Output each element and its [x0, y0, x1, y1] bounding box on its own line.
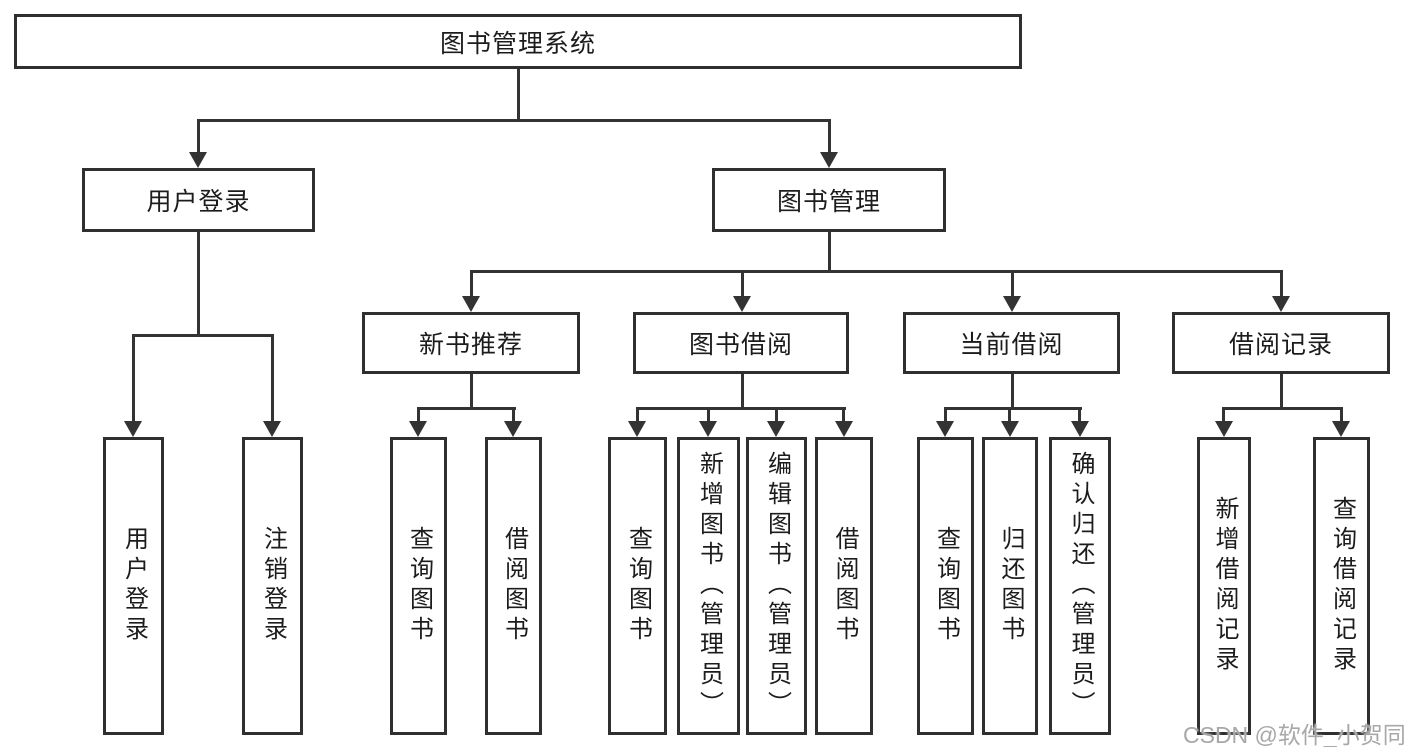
connector-stem-cb-confirm — [1078, 407, 1081, 424]
leaf-cb-query-books-label: 查询图书 — [932, 526, 960, 646]
connector-root-span — [197, 119, 831, 122]
leaf-nb-borrow-books: 借阅图书 — [485, 437, 542, 735]
connector-stem-cb-query — [944, 407, 947, 424]
leaf-br-add-record-label: 新增借阅记录 — [1211, 496, 1238, 676]
node-new-book-recommend: 新书推荐 — [362, 312, 580, 374]
arrow-bb-add-icon — [699, 421, 717, 437]
node-current-borrow: 当前借阅 — [903, 312, 1120, 374]
arrow-cb-return-icon — [1001, 421, 1019, 437]
arrow-borrow-records-icon — [1272, 296, 1290, 312]
node-book-management: 图书管理 — [712, 168, 946, 232]
connector-current-borrow-drop — [1011, 374, 1014, 410]
leaf-bb-query-books: 查询图书 — [608, 437, 667, 735]
leaf-cb-confirm-return-label: 确认归还（管理员） — [1067, 451, 1094, 721]
connector-book-management-drop — [828, 232, 831, 273]
arrow-br-query-icon — [1332, 421, 1350, 437]
leaf-br-query-record: 查询借阅记录 — [1313, 437, 1370, 735]
connector-book-borrow-drop — [741, 374, 744, 410]
node-borrow-records-label: 借阅记录 — [1228, 331, 1333, 359]
leaf-br-add-record: 新增借阅记录 — [1197, 437, 1251, 735]
arrow-bb-edit-icon — [767, 421, 785, 437]
connector-stem-current-borrow — [1011, 270, 1014, 298]
connector-stem-nb-borrow — [512, 407, 515, 424]
arrow-current-borrow-icon — [1003, 296, 1021, 312]
node-root-label: 图书管理系统 — [439, 29, 596, 58]
leaf-cb-query-books: 查询图书 — [917, 437, 974, 735]
leaf-bb-borrow-books-label: 借阅图书 — [831, 526, 858, 646]
leaf-bb-edit-books: 编辑图书（管理员） — [746, 437, 807, 735]
arrow-nb-query-icon — [409, 421, 427, 437]
leaf-logout-label: 注销登录 — [259, 526, 287, 646]
connector-book-borrow-span — [636, 407, 846, 410]
leaf-bb-add-books: 新增图书（管理员） — [677, 437, 740, 735]
arrow-bb-borrow-icon — [835, 421, 853, 437]
connector-current-borrow-span — [944, 407, 1082, 410]
arrow-cb-confirm-icon — [1071, 421, 1089, 437]
connector-stem-bb-borrow — [842, 407, 845, 424]
leaf-nb-query-books-label: 查询图书 — [405, 526, 433, 646]
arrow-br-add-icon — [1215, 421, 1233, 437]
leaf-user-login-label: 用户登录 — [120, 526, 148, 646]
node-borrow-records: 借阅记录 — [1172, 312, 1390, 374]
connector-stem-login-leaf — [132, 334, 135, 422]
connector-stem-book-borrow — [741, 270, 744, 298]
node-book-management-label: 图书管理 — [776, 188, 881, 216]
arrow-cb-query-icon — [936, 421, 954, 437]
arrow-book-management-icon — [820, 152, 838, 168]
connector-stem-user-login — [197, 119, 200, 154]
node-root: 图书管理系统 — [14, 14, 1022, 69]
leaf-user-login: 用户登录 — [103, 437, 164, 735]
arrow-new-book-icon — [462, 296, 480, 312]
leaf-nb-query-books: 查询图书 — [390, 437, 447, 735]
arrow-book-borrow-icon — [733, 296, 751, 312]
arrow-bb-query-icon — [628, 421, 646, 437]
leaf-cb-confirm-return: 确认归还（管理员） — [1049, 437, 1111, 735]
leaf-bb-edit-books-label: 编辑图书（管理员） — [763, 451, 791, 721]
connector-stem-book-management — [828, 119, 831, 154]
arrow-user-login-icon — [189, 152, 207, 168]
csdn-watermark: CSDN @软件_小贺同学 — [1183, 722, 1405, 747]
connector-stem-cb-return — [1008, 407, 1011, 424]
leaf-cb-return-books: 归还图书 — [982, 437, 1038, 735]
connector-stem-bb-add — [707, 407, 710, 424]
arrow-login-leaf-icon — [124, 421, 142, 437]
connector-new-book-span — [417, 407, 516, 410]
node-new-book-recommend-label: 新书推荐 — [418, 331, 523, 359]
connector-user-login-drop — [197, 232, 200, 336]
leaf-logout: 注销登录 — [242, 437, 303, 735]
connector-stem-nb-query — [417, 407, 420, 424]
connector-stem-borrow-records — [1280, 270, 1283, 298]
leaf-bb-borrow-books: 借阅图书 — [815, 437, 873, 735]
leaf-nb-borrow-books-label: 借阅图书 — [500, 526, 528, 646]
node-book-borrow-label: 图书借阅 — [688, 331, 793, 359]
connector-book-management-span — [470, 270, 1283, 273]
arrow-nb-borrow-icon — [504, 421, 522, 437]
connector-borrow-records-span — [1222, 407, 1343, 410]
connector-new-book-drop — [470, 374, 473, 410]
connector-stem-bb-edit — [775, 407, 778, 424]
leaf-bb-add-books-label: 新增图书（管理员） — [695, 451, 723, 721]
leaf-cb-return-books-label: 归还图书 — [997, 526, 1024, 646]
leaf-bb-query-books-label: 查询图书 — [624, 526, 652, 646]
node-user-login-label: 用户登录 — [146, 188, 251, 216]
connector-stem-br-add — [1222, 407, 1225, 424]
node-user-login: 用户登录 — [82, 168, 315, 232]
node-book-borrow: 图书借阅 — [633, 312, 849, 374]
connector-root-drop — [517, 69, 520, 120]
node-current-borrow-label: 当前借阅 — [959, 331, 1064, 359]
arrow-logout-leaf-icon — [263, 421, 281, 437]
leaf-br-query-record-label: 查询借阅记录 — [1328, 496, 1356, 676]
connector-stem-logout-leaf — [271, 334, 274, 422]
connector-stem-new-book — [470, 270, 473, 298]
connector-stem-br-query — [1340, 407, 1343, 424]
connector-user-login-span — [132, 334, 274, 337]
connector-borrow-records-drop — [1280, 374, 1283, 410]
connector-stem-bb-query — [636, 407, 639, 424]
